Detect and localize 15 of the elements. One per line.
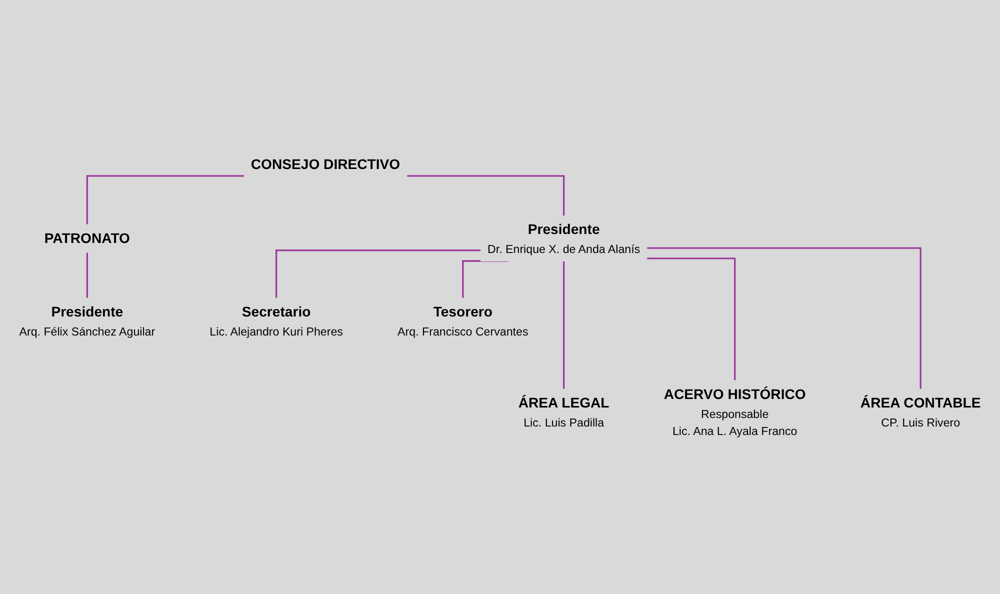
connector (646, 258, 736, 381)
node-text: ÁREA LEGAL Lic. Luis Padilla (518, 395, 610, 429)
connector (86, 252, 88, 298)
node-text: ACERVO HISTÓRICO Responsable Lic. Ana L. Ayala Franco (664, 386, 806, 438)
connector (276, 250, 481, 298)
node-text: Presidente Arq. Félix Sánchez Aguilar (19, 304, 156, 338)
connector (562, 260, 565, 390)
node-text: PATRONATO (44, 230, 130, 246)
node-text: CONSEJO DIRECTIVO (250, 156, 400, 172)
node-text: Secretario Lic. Alejandro Kuri Pheres (210, 304, 343, 338)
connector (646, 247, 922, 390)
node-text: ÁREA CONTABLE CP. Luis Rivero (860, 395, 981, 429)
node-text: Tesorero Arq. Francisco Cervantes (398, 304, 528, 338)
connector (86, 175, 244, 225)
connector (406, 175, 565, 216)
